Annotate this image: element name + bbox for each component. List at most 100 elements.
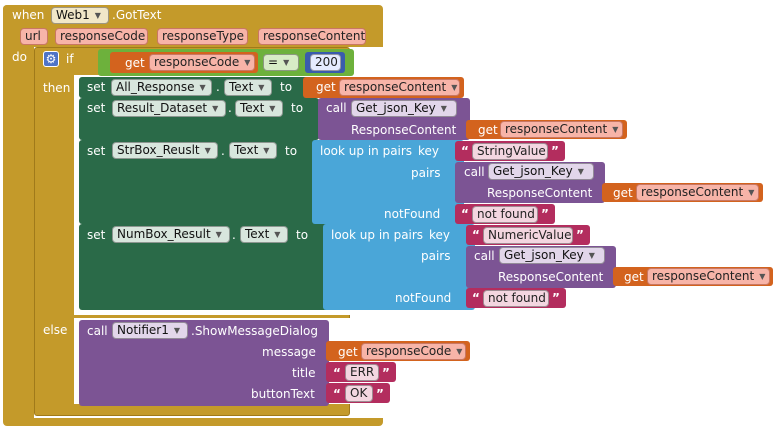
chevron-down-icon: ▼	[94, 11, 101, 20]
variable-dropdown-responsecontent[interactable]: responseContent▼	[647, 268, 770, 285]
variable-name: responseContent	[505, 122, 608, 136]
lookup-label: look up in pairs	[331, 228, 424, 242]
pairs-label: pairs	[411, 166, 441, 180]
chevron-down-icon: ▼	[588, 251, 595, 260]
close-quote: ”	[576, 228, 584, 242]
get-label: get	[624, 270, 644, 284]
variable-name: responseContent	[344, 80, 447, 94]
gear-icon[interactable]: ⚙	[43, 51, 59, 67]
text-value-not-found[interactable]: not found	[472, 206, 538, 223]
method-name: .ShowMessageDialog	[191, 324, 319, 338]
chevron-down-icon: ▼	[274, 230, 281, 239]
text-value-err[interactable]: ERR	[345, 364, 379, 381]
variable-name: responseCode	[366, 344, 452, 358]
to-label: to	[296, 228, 309, 242]
chevron-down-icon: ▼	[212, 104, 219, 113]
component-dropdown-numbox-result[interactable]: NumBox_Result ▼	[112, 226, 230, 243]
open-quote: “	[472, 291, 480, 305]
open-quote: “	[461, 207, 469, 221]
operator-value: =	[268, 55, 279, 69]
component-name: Notifier1	[117, 323, 169, 337]
to-label: to	[285, 144, 298, 158]
call-label: call	[474, 249, 495, 263]
chevron-down-icon: ▼	[748, 188, 755, 197]
procedure-dropdown-get-json-key[interactable]: Get_json_Key ▼	[499, 247, 605, 264]
buttontext-label: buttonText	[251, 387, 315, 401]
component-name: All_Response	[116, 80, 195, 94]
component-dropdown-strbox-reuslt[interactable]: StrBox_Reuslt▼	[112, 142, 218, 159]
notfound-label: notFound	[395, 291, 452, 305]
variable-dropdown-responsecode[interactable]: responseCode▼	[149, 54, 255, 71]
param-url[interactable]: url	[20, 28, 48, 45]
variable-name: responseCode	[154, 55, 240, 69]
message-label: message	[262, 345, 316, 359]
chevron-down-icon: ▼	[269, 104, 276, 113]
component-dropdown-result-dataset[interactable]: Result_Dataset▼	[112, 100, 226, 117]
open-quote: “	[472, 228, 480, 242]
component-dropdown-web1[interactable]: Web1 ▼	[51, 7, 109, 24]
open-quote: “	[333, 366, 341, 380]
chevron-down-icon: ▼	[204, 146, 211, 155]
procedure-name: Get_json_Key	[493, 164, 573, 178]
property-dot: .	[221, 144, 225, 158]
chevron-down-icon: ▼	[258, 83, 265, 92]
event-name: .GotText	[112, 8, 162, 22]
to-label: to	[280, 80, 293, 94]
get-label: get	[613, 186, 633, 200]
notfound-label: notFound	[384, 207, 441, 221]
property-dropdown-text[interactable]: Text▼	[229, 142, 277, 159]
open-quote: “	[461, 144, 469, 158]
do-label: do	[12, 50, 27, 64]
lookup-in-pairs-block[interactable]	[323, 224, 475, 310]
chevron-down-icon: ▼	[283, 58, 290, 67]
variable-dropdown-responsecontent[interactable]: responseContent▼	[339, 79, 460, 96]
when-label: when	[12, 8, 45, 22]
text-value-numericvalue[interactable]: NumericValue	[483, 227, 573, 244]
text-value-not-found[interactable]: not found	[483, 290, 549, 307]
number-value-200[interactable]: 200	[310, 54, 341, 71]
open-quote: “	[333, 387, 341, 401]
component-name: Web1	[56, 8, 90, 22]
text-value-stringvalue[interactable]: StringValue	[472, 143, 548, 160]
operator-dropdown[interactable]: =▼	[263, 54, 299, 71]
get-label: get	[125, 56, 145, 70]
chevron-down-icon: ▼	[440, 104, 447, 113]
close-quote: ”	[376, 387, 384, 401]
property-dropdown-text[interactable]: Text▼	[224, 79, 272, 96]
procedure-dropdown-get-json-key[interactable]: Get_json_Key▼	[488, 163, 594, 180]
procedure-name: Get_json_Key	[504, 248, 584, 262]
lookup-label: look up in pairs	[320, 144, 413, 158]
text-value-ok[interactable]: OK	[345, 385, 373, 402]
param-responsecontent[interactable]: responseContent	[258, 28, 366, 45]
procedure-dropdown-get-json-key[interactable]: Get_json_Key ▼	[351, 100, 457, 117]
component-dropdown-all-response[interactable]: All_Response▼	[111, 79, 212, 96]
property-name: Text	[234, 143, 259, 157]
call-label: call	[87, 324, 108, 338]
property-dropdown-text[interactable]: Text▼	[235, 100, 283, 117]
close-quote: ”	[552, 291, 560, 305]
variable-dropdown-responsecontent[interactable]: responseContent ▼	[500, 121, 623, 138]
param-responsetype[interactable]: responseType	[157, 28, 248, 45]
chevron-down-icon: ▼	[612, 125, 619, 134]
variable-dropdown-responsecode[interactable]: responseCode ▼	[361, 343, 466, 360]
chevron-down-icon: ▼	[759, 272, 766, 281]
arg-label-responsecontent: ResponseContent	[498, 270, 604, 284]
arg-label-responsecontent: ResponseContent	[351, 123, 457, 137]
set-label: set	[87, 101, 106, 115]
param-responsecode[interactable]: responseCode	[55, 28, 148, 45]
property-dropdown-text[interactable]: Text▼	[240, 226, 288, 243]
if-label: if	[66, 52, 74, 66]
component-dropdown-notifier1[interactable]: Notifier1▼	[112, 322, 188, 339]
set-label: set	[87, 228, 106, 242]
key-label: key	[429, 228, 451, 242]
lookup-in-pairs-block[interactable]	[312, 140, 464, 224]
component-name: NumBox_Result	[117, 227, 211, 241]
procedure-name: Get_json_Key	[356, 101, 436, 115]
chevron-down-icon: ▼	[456, 347, 463, 356]
variable-dropdown-responsecontent[interactable]: responseContent▼	[636, 184, 759, 201]
property-dot: .	[232, 228, 236, 242]
key-label: key	[418, 144, 440, 158]
get-label: get	[316, 80, 336, 94]
chevron-down-icon: ▼	[215, 230, 222, 239]
set-label: set	[87, 144, 106, 158]
